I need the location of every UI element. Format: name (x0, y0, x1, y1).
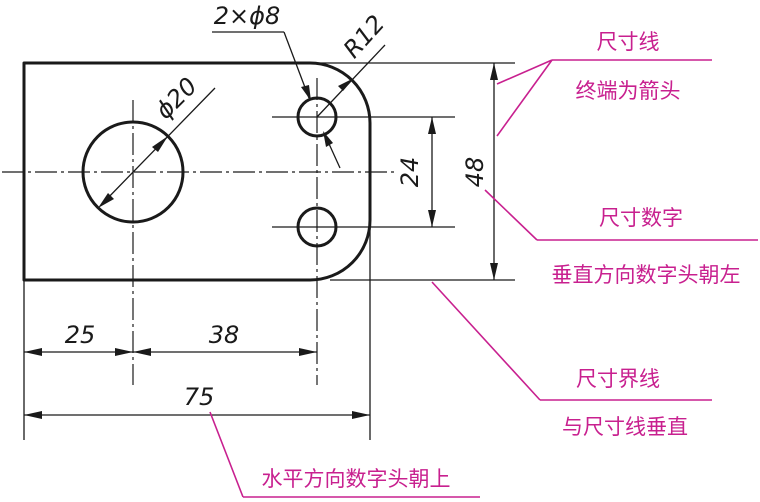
annotation-leader-horizontal (209, 411, 244, 498)
note-dim-text-desc: 垂直方向数字头朝左 (552, 263, 741, 287)
note-dim-line-desc: 终端为箭头 (576, 79, 681, 103)
arrowhead (115, 348, 133, 356)
arrowhead (152, 136, 168, 152)
arrowhead (24, 348, 42, 356)
arrowhead (490, 63, 498, 80)
annotation-leader-dimline (496, 59, 553, 85)
arrowhead (490, 263, 498, 280)
arrowhead (133, 348, 151, 356)
annotation-leader-extline (431, 281, 541, 401)
arrowhead (98, 193, 114, 208)
arrowhead (24, 411, 42, 419)
arrowhead (338, 78, 354, 91)
dim-text-25: 25 (65, 321, 96, 349)
note-dim-text-title: 尺寸数字 (599, 206, 683, 230)
arrowhead (299, 348, 317, 356)
note-ext-line-title: 尺寸界线 (576, 367, 660, 391)
dim-text-r12: R12 (338, 10, 390, 64)
part-outline (22, 61, 372, 282)
dim-text-38: 38 (209, 321, 240, 349)
arrowhead (428, 117, 436, 134)
arrowhead (301, 85, 311, 101)
note-horizontal: 水平方向数字头朝上 (262, 467, 451, 491)
dim-text-phi20: ϕ20 (150, 72, 203, 125)
dim-text-75: 75 (184, 383, 215, 411)
note-dim-line-title: 尺寸线 (597, 30, 660, 54)
dim-text-48: 48 (461, 157, 489, 188)
dim-text-24: 24 (396, 157, 424, 188)
annotation-leader-dimline (496, 59, 553, 137)
arrowhead (352, 411, 370, 419)
annotation-leader-dimtext (484, 189, 538, 241)
note-ext-line-desc: 与尺寸线垂直 (562, 415, 688, 439)
arrowhead (428, 210, 436, 227)
arrowhead (323, 131, 333, 147)
dim-text-2xphi8: 2×ϕ8 (214, 2, 280, 30)
